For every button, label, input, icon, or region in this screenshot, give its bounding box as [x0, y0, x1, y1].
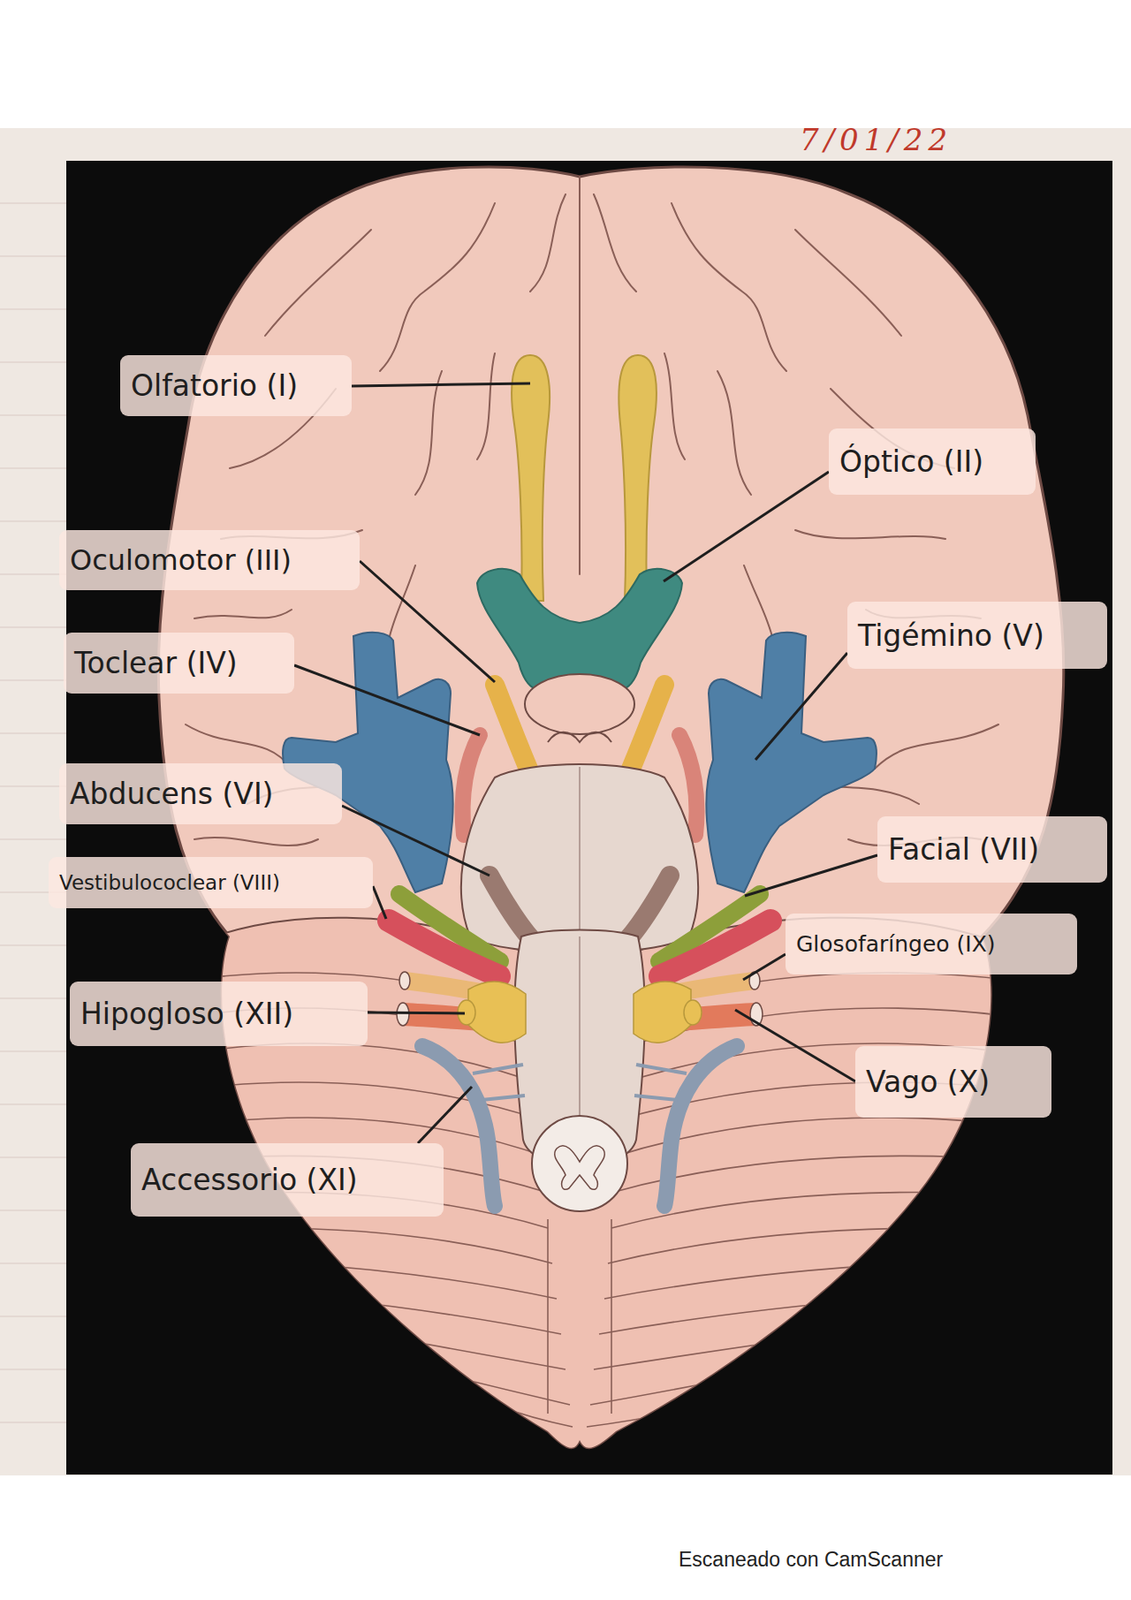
spinal-cord-section	[531, 1115, 628, 1212]
medulla-midline	[578, 936, 581, 1140]
hypoglossal-nerve	[457, 1000, 702, 1025]
nerve-label-box: Vestibulococlear (VIII)	[48, 857, 373, 909]
notebook-lines	[0, 203, 67, 1423]
nerve-name: Tigémino (V)	[857, 618, 1045, 653]
vagus-nerve	[402, 1014, 757, 1022]
nerve-label-box: Óptico (II)	[828, 428, 1036, 495]
vestibulocochlear-nerve	[388, 920, 771, 977]
nerve-label-box: Toclear (IV)	[63, 632, 295, 694]
nerve-name: Olfatorio (I)	[130, 368, 298, 403]
watermark: Escaneado con CamScanner	[678, 1548, 943, 1572]
nerve-label-box: Olfatorio (I)	[120, 355, 352, 417]
leader-lines	[294, 383, 878, 1144]
nerve-name: Abducens (VI)	[69, 776, 274, 812]
nerve-name: Oculomotor (III)	[69, 543, 292, 577]
nerve-label-box: Glosofaríngeo (IX)	[785, 913, 1078, 975]
pituitary-stalk	[524, 674, 635, 735]
rootlet-fan	[468, 981, 691, 1043]
pons	[461, 764, 699, 954]
grey-matter	[554, 1146, 606, 1191]
nerve-name: Vestibulococlear (VIII)	[59, 871, 281, 895]
nerve-name: Óptico (II)	[839, 444, 984, 479]
accessory-rootlets	[472, 1064, 687, 1101]
nerve-label-box: Accessorio (XI)	[130, 1143, 444, 1217]
pons-midline	[578, 766, 581, 950]
optic-chiasm	[477, 569, 683, 691]
nerve-label-box: Tigémino (V)	[847, 601, 1108, 669]
nerve-name: Glosofaríngeo (IX)	[796, 931, 996, 957]
nerve-label-box: Hipogloso (XII)	[69, 981, 368, 1047]
nerve-name: Vago (X)	[865, 1064, 990, 1100]
nerve-name: Hipogloso (XII)	[80, 996, 294, 1032]
nerve-name: Facial (VII)	[888, 832, 1040, 867]
mammillary	[547, 732, 612, 743]
nerve-ends	[396, 971, 763, 1026]
nerve-label-box: Abducens (VI)	[59, 763, 342, 825]
olfactory-nerve	[511, 355, 657, 601]
nerve-label-box: Oculomotor (III)	[59, 530, 360, 591]
glossopharyngeal-nerve	[404, 980, 755, 997]
nerve-label-box: Vago (X)	[855, 1046, 1052, 1118]
nerve-name: Accessorio (XI)	[141, 1162, 358, 1198]
handwritten-date: 7/01/22	[799, 121, 953, 158]
nerve-name: Toclear (IV)	[74, 645, 238, 681]
accessory-nerve	[422, 1046, 737, 1207]
nerve-label-box: Facial (VII)	[877, 816, 1108, 883]
